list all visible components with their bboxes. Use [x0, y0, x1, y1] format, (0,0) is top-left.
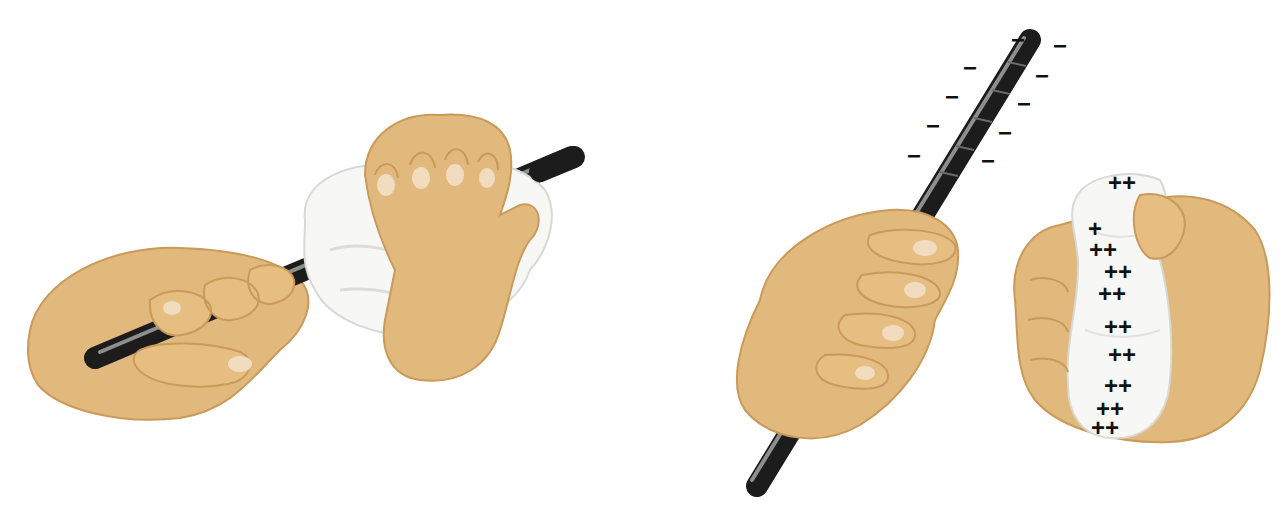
fingernail [913, 240, 937, 256]
charge-sign: − [926, 114, 940, 138]
right-hand-fingers [375, 149, 498, 178]
left-scene [28, 115, 574, 420]
charge-sign: ++ [1104, 260, 1132, 284]
charge-sign: − [945, 85, 959, 109]
rod-tip [540, 157, 574, 171]
fingernail [882, 325, 904, 341]
charge-sign: ++ [1091, 416, 1119, 440]
charge-sign: ++ [1108, 343, 1136, 367]
left-hand-fingers [134, 265, 295, 387]
fingernail [163, 301, 181, 315]
charge-sign: ++ [1104, 374, 1132, 398]
charge-sign: ++ [1089, 238, 1117, 262]
charge-sign: − [1011, 28, 1025, 52]
rod-charge-marks [940, 62, 1026, 176]
right-scene [737, 38, 1270, 486]
charge-sign: ++ [1104, 315, 1132, 339]
fingernail [228, 356, 252, 372]
cloth-hand-thumb [1134, 194, 1185, 259]
left-hand-palm [28, 248, 308, 420]
fingernail [412, 167, 430, 189]
rod-hand-fingers [816, 230, 955, 389]
charge-sign: − [1035, 64, 1049, 88]
fingernail [855, 366, 875, 380]
cloth-hand-fingers [1028, 278, 1068, 372]
charge-sign: − [1017, 92, 1031, 116]
rod-hand [737, 210, 958, 438]
charge-sign: − [998, 121, 1012, 145]
fingernail [377, 174, 395, 196]
charge-sign: ++ [1108, 171, 1136, 195]
right-hand [365, 115, 539, 381]
charge-sign: ++ [1098, 282, 1126, 306]
fingernail [479, 168, 495, 188]
fingernail [446, 164, 464, 186]
charge-sign: − [1053, 34, 1067, 58]
fingernail [904, 282, 926, 298]
charge-sign: − [907, 144, 921, 168]
charge-sign: − [981, 149, 995, 173]
charge-sign: − [963, 56, 977, 80]
